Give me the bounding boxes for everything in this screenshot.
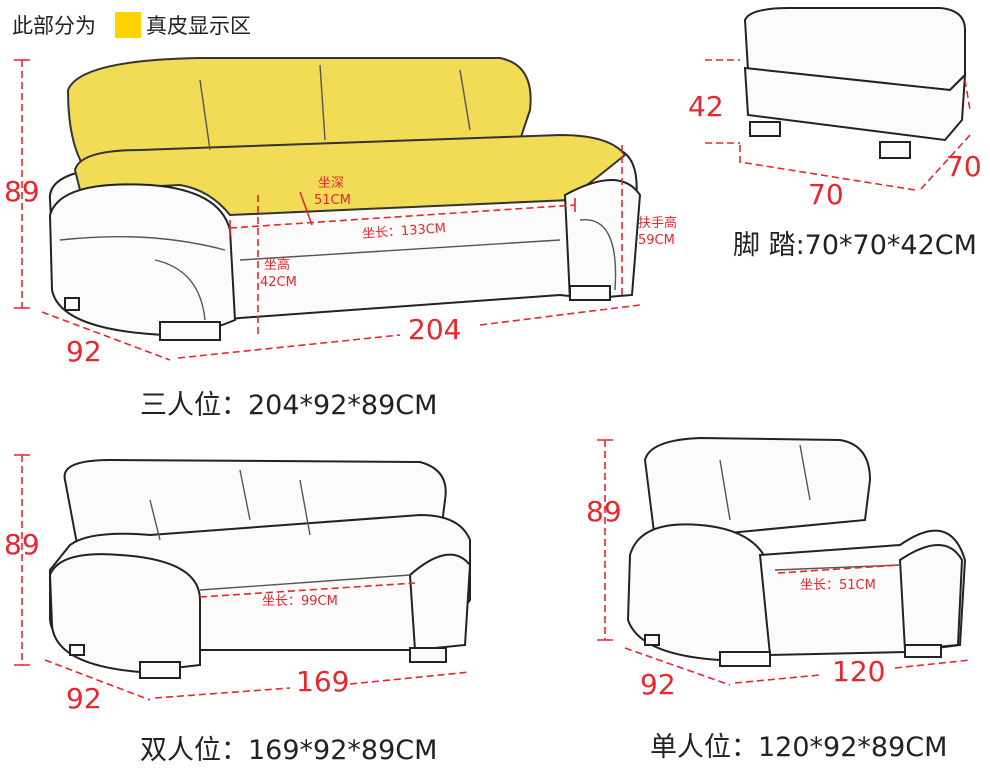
arm-height-label: 扶手高 xyxy=(638,216,678,231)
three-seat-depth: 92 xyxy=(66,335,102,368)
one-seat-depth: 92 xyxy=(640,668,676,701)
ottoman-caption: 脚 踏:70*70*42CM xyxy=(733,230,977,261)
seat-height-label: 坐高 xyxy=(264,258,291,273)
two-seat-height: 89 xyxy=(4,528,40,561)
two-seat-depth: 92 xyxy=(66,682,102,715)
two-seat-width: 169 xyxy=(296,665,350,698)
one-seat-caption: 单人位：120*92*89CM xyxy=(650,732,948,763)
three-seat-sofa-drawing xyxy=(48,57,642,341)
one-seat-sofa-drawing xyxy=(597,436,971,686)
seat-depth-value: 51CM xyxy=(314,193,351,208)
one-seat-height: 89 xyxy=(586,495,622,528)
header-text-prefix: 此部分为 xyxy=(12,14,96,38)
ottoman-drawing xyxy=(705,7,971,191)
ottoman-depth: 70 xyxy=(946,150,982,183)
one-seat-seat-length: 坐长：51CM xyxy=(800,578,876,593)
leather-color-swatch xyxy=(115,12,141,38)
header-text-suffix: 真皮显示区 xyxy=(146,14,251,38)
three-seat-dimension-lines xyxy=(14,59,641,361)
ottoman-width: 70 xyxy=(808,178,844,211)
one-seat-width: 120 xyxy=(832,655,886,688)
three-seat-height: 89 xyxy=(4,175,40,208)
ottoman-height: 42 xyxy=(688,90,724,123)
seat-height-value: 42CM xyxy=(260,275,297,290)
two-seat-seat-length: 坐长：99CM xyxy=(262,594,338,609)
arm-height-value: 59CM xyxy=(638,233,675,248)
two-seat-caption: 双人位：169*92*89CM xyxy=(140,735,438,766)
two-seat-sofa-drawing xyxy=(14,454,472,701)
three-seat-width: 204 xyxy=(408,313,462,346)
seat-depth-label: 坐深 xyxy=(318,176,345,191)
three-seat-caption: 三人位：204*92*89CM xyxy=(140,390,438,421)
